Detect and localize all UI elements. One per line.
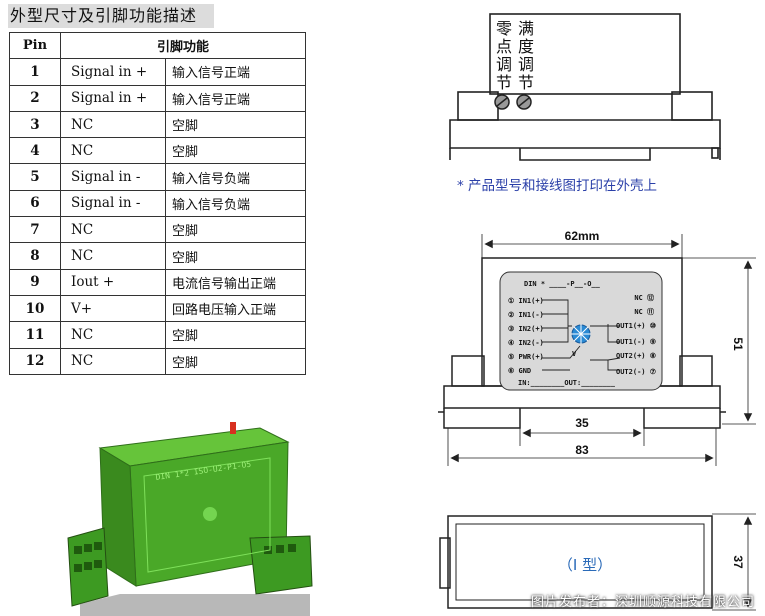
section-heading: 外型尺寸及引脚功能描述	[8, 4, 214, 28]
pin-signal: NC	[60, 216, 166, 244]
pin-left-6: ⑥ GND	[508, 367, 531, 375]
pin-signal: NC	[60, 347, 166, 375]
front-view-diagram: DIN * ____-P__-O__ ① IN1(+) ② IN1(-) ③ I…	[438, 229, 756, 466]
pin-signal: V+	[60, 294, 166, 323]
top-view-diagram: （I 型） 37	[439, 513, 756, 611]
pin-signal: Iout +	[60, 268, 166, 296]
table-header-row: Pin 引脚功能	[9, 31, 306, 60]
pin-left-1: ① IN1(+)	[508, 297, 544, 305]
pin-left-5: ⑤ PWR(+)	[508, 353, 544, 361]
pin-left-3: ③ IN2(+)	[508, 325, 544, 333]
pin-left-2: ② IN1(-)	[508, 311, 544, 319]
print-note: * 产品型号和接线图打印在外壳上	[457, 178, 658, 194]
pin-description: 空脚	[165, 137, 306, 165]
pin-description: 输入信号负端	[165, 163, 306, 191]
pin-number: 3	[9, 110, 61, 139]
header-pin: Pin	[9, 31, 61, 60]
pin-number: 8	[9, 242, 61, 270]
product-photo: DIN 1*2 ISO-U2-P1-O5	[67, 422, 313, 616]
zero-adjust-label: 零点调节	[496, 19, 513, 92]
pin-signal: Signal in -	[60, 163, 166, 191]
pin-number: 10	[9, 294, 61, 323]
pin-description: 输入信号正端	[165, 58, 306, 86]
dim-width: 62mm	[565, 229, 600, 243]
pin-description: 空脚	[165, 110, 306, 139]
dim-rail: 35	[575, 416, 589, 430]
pin-number: 12	[9, 347, 61, 375]
dim-length: 83	[575, 443, 589, 457]
dim-height: 51	[731, 337, 745, 351]
pin-right-12: NC ⑫	[634, 293, 654, 302]
type-label: （I 型）	[558, 556, 612, 574]
pin-signal: NC	[60, 110, 166, 139]
pin-description: 空脚	[165, 216, 306, 244]
pin-number: 1	[9, 58, 61, 86]
voltage-symbol: V	[572, 350, 577, 358]
pin-signal: NC	[60, 242, 166, 270]
pin-right-9: OUT1(-) ⑨	[616, 338, 656, 346]
pin-description: 输入信号负端	[165, 189, 306, 218]
pin-number: 2	[9, 84, 61, 112]
pin-description: 空脚	[165, 242, 306, 270]
pin-right-8: OUT2(+) ⑧	[616, 352, 656, 360]
pin-signal: NC	[60, 321, 166, 349]
dim-depth: 37	[731, 555, 745, 569]
pin-number: 5	[9, 163, 61, 191]
pin-signal: Signal in -	[60, 189, 166, 218]
pin-number: 11	[9, 321, 61, 349]
pin-description: 输入信号正端	[165, 84, 306, 112]
pin-number: 6	[9, 189, 61, 218]
pin-description: 空脚	[165, 347, 306, 375]
pin-signal: Signal in +	[60, 84, 166, 112]
pin-description: 空脚	[165, 321, 306, 349]
pin-description: 电流信号输出正端	[165, 268, 306, 296]
pin-signal: Signal in +	[60, 58, 166, 86]
pin-right-11: NC ⑪	[634, 307, 654, 316]
pin-right-10: OUT1(+) ⑩	[616, 322, 656, 330]
pin-number: 9	[9, 268, 61, 296]
pin-number: 4	[9, 137, 61, 165]
image-credit: 图片发布者：深圳顺源科技有限公司	[530, 595, 755, 610]
span-adjust-label: 满度调节	[518, 19, 535, 92]
model-label: DIN * ____-P__-O__	[524, 280, 601, 288]
side-view-diagram	[449, 13, 721, 161]
header-function: 引脚功能	[60, 31, 306, 60]
pin-description: 回路电压输入正端	[165, 294, 306, 323]
pin-number: 7	[9, 216, 61, 244]
pin-left-4: ④ IN2(-)	[508, 339, 544, 347]
in-out-label: IN:________OUT:________	[518, 379, 616, 387]
pin-right-7: OUT2(-) ⑦	[616, 368, 656, 376]
pin-signal: NC	[60, 137, 166, 165]
